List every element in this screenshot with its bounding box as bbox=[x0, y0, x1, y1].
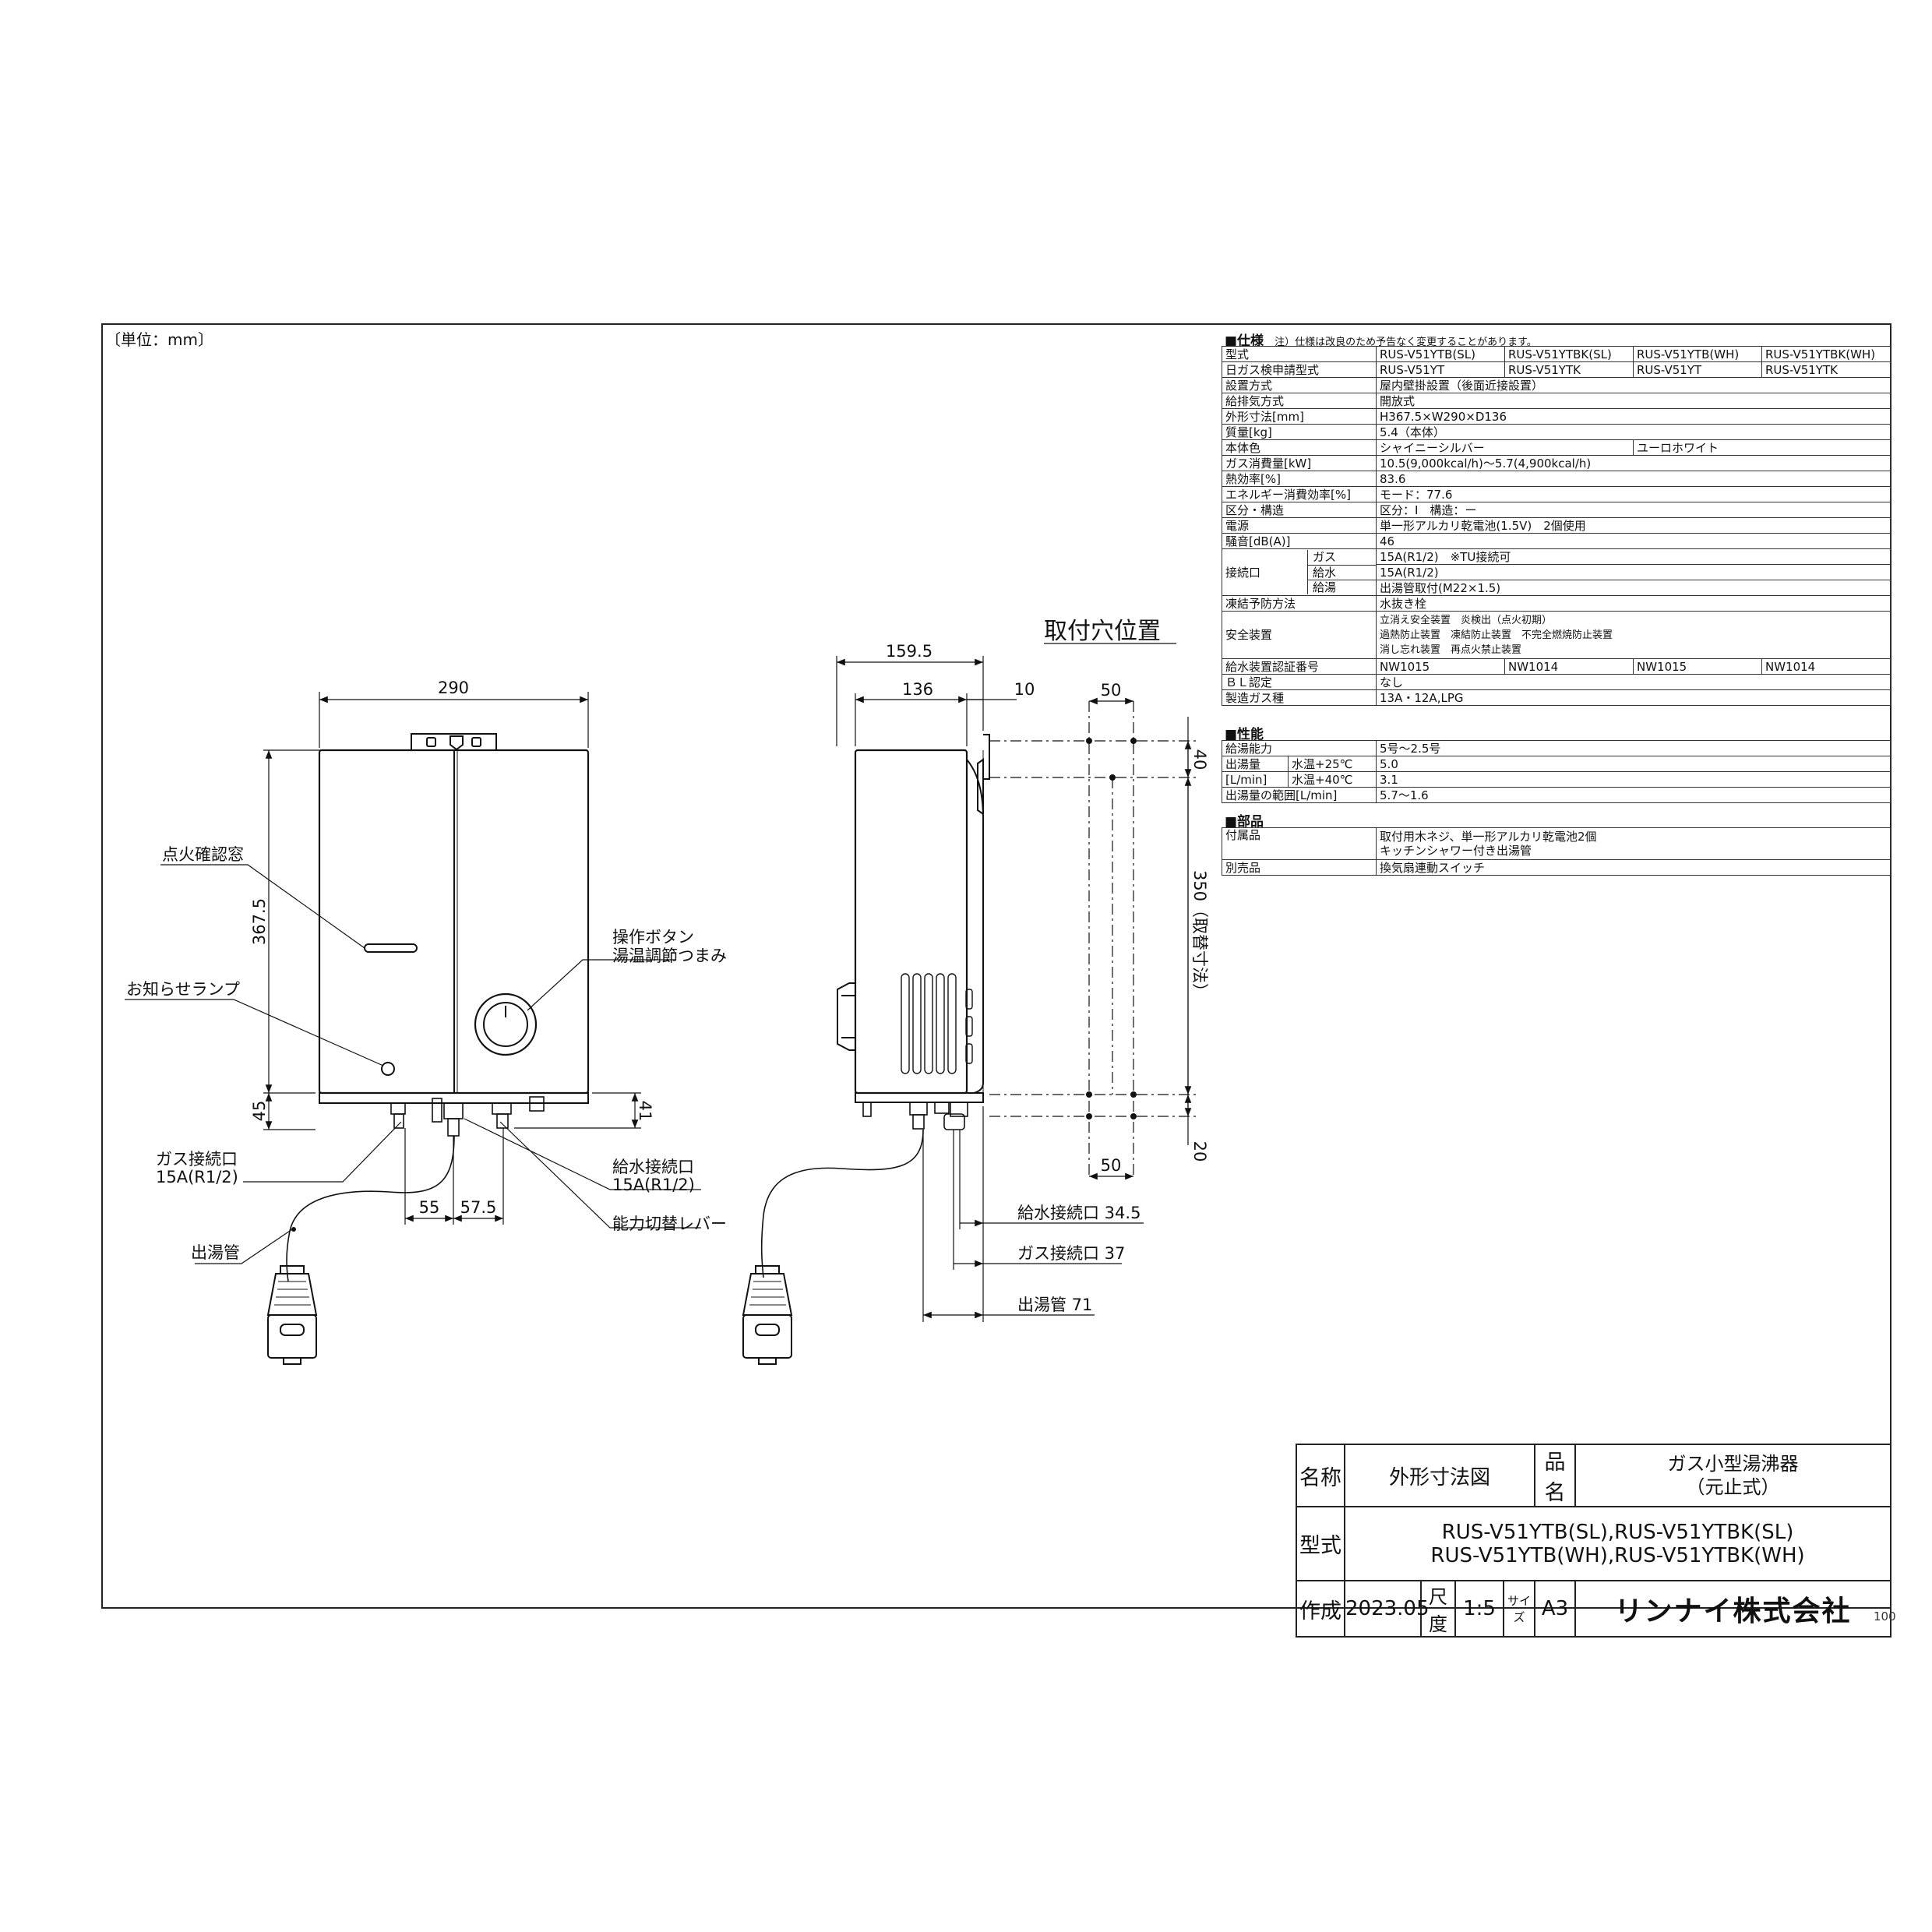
label-side-gas: ガス接続口 37 bbox=[1017, 1244, 1125, 1263]
spec-row-noise: 騒音[dB(A)]46 bbox=[1222, 533, 1891, 549]
drawing-frame bbox=[101, 323, 1891, 1609]
perf-row-range: 出湯量の範囲[L/min]5.7～1.6 bbox=[1221, 787, 1891, 803]
created-label: 作成 bbox=[1296, 1580, 1345, 1638]
label-ignition-window: 点火確認窓 bbox=[162, 845, 244, 864]
mount-title: 取付穴位置 bbox=[1044, 618, 1161, 645]
label-op-button: 操作ボタン bbox=[612, 928, 694, 947]
spec-note: 注）仕様は改良のため予告なく変更することがあります。 bbox=[1274, 337, 1537, 348]
label-side-outlet: 出湯管 71 bbox=[1017, 1296, 1092, 1314]
company-name: リンナイ株式会社 bbox=[1574, 1580, 1892, 1638]
dim-57-5: 57.5 bbox=[460, 1198, 497, 1217]
perf-section-title: ■性能 bbox=[1225, 727, 1264, 742]
dim-hole-50-top: 50 bbox=[1101, 681, 1122, 700]
mounting-hole-layout bbox=[989, 697, 1200, 1180]
parts-table: 付属品 取付用木ネジ、単一形アルカリ乾電池2個 キッチンシャワー付き出湯管 別売… bbox=[1222, 827, 1891, 876]
spec-row-exhaust: 給排気方式開放式 bbox=[1222, 393, 1891, 409]
parts-row-accessories: 付属品 取付用木ネジ、単一形アルカリ乾電池2個 キッチンシャワー付き出湯管 bbox=[1222, 827, 1891, 860]
dim-depth-136: 136 bbox=[902, 680, 933, 699]
spec-row-jga: 日ガス検申請型式 RUS-V51YT RUS-V51YTK RUS-V51YT … bbox=[1222, 361, 1891, 378]
spec-section-title: ■仕様注）仕様は改良のため予告なく変更することがあります。 bbox=[1225, 333, 1537, 349]
spec-row-freeze: 凍結予防方法水抜き栓 bbox=[1222, 595, 1891, 612]
dim-height: 367.5 bbox=[250, 898, 269, 945]
spec-table: 型式 RUS-V51YTB(SL) RUS-V51YTBK(SL) RUS-V5… bbox=[1222, 346, 1891, 706]
model-value: RUS-V51YTB(SL),RUS-V51YTBK(SL) RUS-V51YT… bbox=[1343, 1506, 1892, 1581]
product-value: ガス小型湯沸器 （元止式） bbox=[1574, 1444, 1892, 1507]
side-shower-nozzle bbox=[742, 1265, 793, 1365]
size-value: A3 bbox=[1534, 1580, 1577, 1638]
label-capacity-lever: 能力切替レバー bbox=[612, 1215, 727, 1233]
spec-row-power: 電源単一形アルカリ乾電池(1.5V) 2個使用 bbox=[1222, 517, 1891, 534]
name-value: 外形寸法図 bbox=[1343, 1444, 1536, 1507]
unit-note: 〔単位：mm〕 bbox=[105, 330, 213, 349]
parts-row-optional: 別売品換気扇連動スイッチ bbox=[1222, 859, 1891, 876]
name-label: 名称 bbox=[1296, 1444, 1345, 1507]
front-view bbox=[318, 733, 590, 1137]
label-outlet-pipe: 出湯管 bbox=[191, 1243, 240, 1262]
dim-bottom-41: 41 bbox=[636, 1101, 654, 1122]
label-gas-inlet: ガス接続口 bbox=[156, 1150, 238, 1169]
dim-width: 290 bbox=[438, 679, 469, 697]
spec-row-install: 設置方式屋内壁掛設置（後面近接設置） bbox=[1222, 377, 1891, 393]
spec-row-color: 本体色 シャイニーシルバー ユーロホワイト bbox=[1222, 439, 1891, 456]
parts-section-title: ■部品 bbox=[1225, 814, 1264, 830]
scale-label: 尺度 bbox=[1420, 1580, 1456, 1638]
title-block: 名称 外形寸法図 品名 ガス小型湯沸器 （元止式） 型式 RUS-V51YTB(… bbox=[1296, 1444, 1892, 1638]
spec-row-model: 型式 RUS-V51YTB(SL) RUS-V51YTBK(SL) RUS-V5… bbox=[1222, 346, 1891, 362]
scale-value: 1:5 bbox=[1454, 1580, 1504, 1638]
spec-row-connection-gas: 接続口 ガス 給水 給湯 15A(R1/2) ※TU接続可 bbox=[1222, 548, 1891, 596]
label-water-inlet-size: 15A(R1/2) bbox=[612, 1176, 695, 1194]
dim-hole-350: 350（取替寸法） bbox=[1190, 870, 1209, 999]
dim-hole-20: 20 bbox=[1190, 1141, 1209, 1162]
label-gas-inlet-size: 15A(R1/2) bbox=[156, 1168, 238, 1186]
size-label: サイズ bbox=[1502, 1580, 1536, 1638]
side-view bbox=[837, 734, 990, 1130]
spec-row-gas-consumption: ガス消費量[kW]10.5(9,000kcal/h)～5.7(4,900kcal… bbox=[1222, 455, 1891, 471]
model-label: 型式 bbox=[1296, 1506, 1345, 1581]
spec-row-dimensions: 外形寸法[mm]H367.5×W290×D136 bbox=[1222, 408, 1891, 425]
sheet-number: 100 bbox=[1874, 1609, 1896, 1624]
label-notice-lamp: お知らせランプ bbox=[126, 980, 240, 999]
label-side-water: 給水接続口 34.5 bbox=[1017, 1204, 1141, 1222]
created-value: 2023.05 bbox=[1344, 1580, 1430, 1638]
product-label: 品名 bbox=[1534, 1444, 1577, 1507]
spec-row-bl: ＢＬ認定なし bbox=[1222, 674, 1891, 690]
spec-row-energy: エネルギー消費効率[%]モード：77.6 bbox=[1222, 486, 1891, 502]
spec-row-certification: 給水装置認証番号 NW1015 NW1014 NW1015 NW1014 bbox=[1222, 658, 1891, 675]
front-shower-nozzle bbox=[266, 1265, 318, 1365]
dim-gap-10: 10 bbox=[1014, 680, 1035, 699]
dim-bottom-45: 45 bbox=[250, 1101, 269, 1122]
dim-55: 55 bbox=[419, 1198, 440, 1217]
dim-hole-40: 40 bbox=[1190, 749, 1209, 770]
spec-row-mass: 質量[kg]5.4（本体） bbox=[1222, 424, 1891, 440]
spec-row-class: 区分・構造区分：Ⅰ 構造：ー bbox=[1222, 502, 1891, 518]
label-temp-knob: 湯温調節つまみ bbox=[612, 947, 727, 965]
spec-row-safety: 安全装置 立消え安全装置 炎検出（点火初期） 過熱防止装置 凍結防止装置 不完全… bbox=[1222, 611, 1891, 659]
dim-depth-159-5: 159.5 bbox=[886, 642, 933, 661]
spec-row-efficiency: 熱効率[%]83.6 bbox=[1222, 471, 1891, 487]
dim-hole-50-bottom: 50 bbox=[1101, 1156, 1122, 1175]
label-water-inlet: 給水接続口 bbox=[612, 1158, 694, 1176]
